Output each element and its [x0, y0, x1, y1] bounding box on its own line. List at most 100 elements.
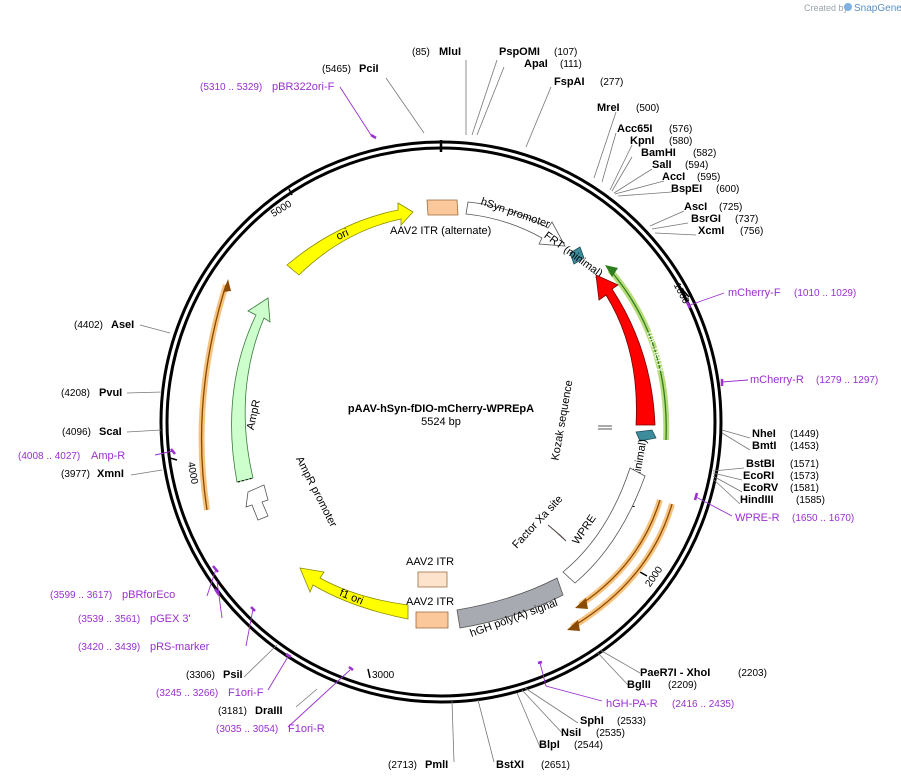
enzyme-pspomi: PspOMI	[499, 46, 540, 58]
primer-mcherry-f: mCherry-F	[728, 287, 781, 299]
primer-hgh-pa-r: hGH-PA-R	[606, 698, 658, 710]
credit-brand: SnapGene	[854, 3, 901, 14]
ori-label: ori	[334, 227, 350, 243]
aav2-itr-lower-label: AAV2 ITR	[406, 596, 454, 608]
svg-text:(4402): (4402)	[74, 320, 103, 331]
factor-xa-label: Factor Xa site	[510, 493, 565, 551]
svg-text:(3306): (3306)	[186, 670, 215, 681]
enzyme-blpi: BlpI	[539, 739, 560, 751]
mcherry-label: mCherry	[644, 330, 669, 374]
primer-wpre-r: WPRE-R	[735, 512, 780, 524]
enzyme-bamhi: BamHI	[641, 147, 676, 159]
ampr-promoter-arrow[interactable]	[245, 484, 269, 521]
enzyme-mlui: MluI	[439, 46, 461, 58]
enzyme-bstbi: BstBI	[746, 458, 775, 470]
svg-text:(576): (576)	[669, 124, 692, 135]
aav2-itr-upper-box[interactable]	[417, 571, 448, 588]
tick-3000: 3000	[372, 670, 395, 681]
svg-text:(1585): (1585)	[796, 495, 825, 506]
mcherry-arrow[interactable]	[595, 274, 656, 426]
f1-ori-label: f1 ori	[338, 587, 365, 607]
enzyme-scai: ScaI	[99, 426, 122, 438]
svg-text:(277): (277)	[600, 77, 623, 88]
kozak-label: Kozak sequence	[549, 379, 575, 461]
primer-leaders	[154, 86, 749, 728]
enzyme-nhei: NheI	[752, 428, 776, 440]
svg-text:(5310 .. 5329): (5310 .. 5329)	[200, 82, 262, 93]
svg-text:(600): (600)	[716, 184, 739, 195]
aav2-itr-alt-box[interactable]	[426, 199, 459, 216]
svg-text:(582): (582)	[693, 148, 716, 159]
svg-text:(3420 .. 3439): (3420 .. 3439)	[78, 642, 140, 653]
primer-f1ori-r: F1ori-R	[288, 723, 325, 735]
svg-text:(107): (107)	[554, 47, 577, 58]
svg-text:(2535): (2535)	[596, 728, 625, 739]
aav2-itr-upper-label: AAV2 ITR	[406, 556, 454, 568]
factor-xa-mark	[547, 524, 567, 542]
svg-text:(580): (580)	[669, 136, 692, 147]
enzyme-bsrgi: BsrGI	[691, 213, 721, 225]
svg-text:(2209): (2209)	[668, 680, 697, 691]
enzyme-fspai: FspAI	[554, 76, 585, 88]
enzyme-sphi: SphI	[580, 715, 604, 727]
enzyme-pcii: PciI	[359, 63, 379, 75]
enzyme-bspei: BspEI	[671, 183, 702, 195]
enzyme-mrei: MreI	[597, 102, 620, 114]
hgh-polya-box[interactable]	[456, 577, 564, 629]
svg-text:(594): (594)	[685, 160, 708, 171]
ampr-promoter-label: AmpR promoter	[293, 455, 339, 530]
enzyme-leaders	[126, 59, 751, 763]
hsyn-promoter-arrow[interactable]	[465, 201, 566, 247]
ori-arrow[interactable]	[286, 202, 414, 276]
svg-text:(111): (111)	[560, 59, 582, 70]
snapgene-logo-icon	[844, 3, 852, 11]
enzyme-nsii: NsiI	[561, 727, 581, 739]
enzyme-apai: ApaI	[524, 58, 548, 70]
primer-pbrforeco: pBRforEco	[122, 589, 175, 601]
enzyme-ecori: EcoRI	[743, 470, 774, 482]
tick-4000: 4000	[185, 461, 200, 485]
enzyme-asci: AscI	[684, 201, 707, 213]
svg-text:(1010 .. 1029): (1010 .. 1029)	[794, 288, 856, 299]
enzyme-draiii: DraIII	[255, 705, 283, 717]
enzyme-bglii: BglII	[627, 679, 651, 691]
svg-text:(3539 .. 3561): (3539 .. 3561)	[78, 614, 140, 625]
enzyme-xcmi: XcmI	[698, 225, 724, 237]
enzyme-bmti: BmtI	[752, 440, 776, 452]
frt-bottom-box[interactable]	[635, 429, 657, 442]
wpre-box[interactable]	[562, 467, 646, 584]
svg-text:(1581): (1581)	[790, 483, 819, 494]
enzyme-hindiii: HindIII	[740, 494, 774, 506]
kozak-mark	[598, 425, 612, 430]
primer-f1ori-f: F1ori-F	[228, 687, 264, 699]
enzyme-ecorv: EcoRV	[743, 482, 779, 494]
enzyme-acci: AccI	[662, 171, 685, 183]
enzyme-kpni: KpnI	[630, 135, 654, 147]
svg-text:(737): (737)	[735, 214, 758, 225]
svg-text:(3035 .. 3054): (3035 .. 3054)	[216, 724, 278, 735]
svg-text:(5465): (5465)	[322, 64, 351, 75]
svg-text:(2651): (2651)	[541, 760, 570, 771]
enzyme-asei: AseI	[111, 319, 134, 331]
primer-pbr322ori-f: pBR322ori-F	[272, 81, 335, 93]
primer-prs-marker: pRS-marker	[150, 641, 210, 653]
credit-prefix: Created by	[804, 3, 849, 13]
svg-text:(1279 .. 1297): (1279 .. 1297)	[816, 375, 878, 386]
primer-amp-r: Amp-R	[91, 450, 125, 462]
plasmid-length: 5524 bp	[421, 416, 461, 428]
enzyme-bstxi: BstXI	[496, 759, 524, 771]
svg-text:(1573): (1573)	[790, 471, 819, 482]
f1-ori-arrow[interactable]	[299, 567, 409, 620]
svg-text:(2416 .. 2435): (2416 .. 2435)	[672, 699, 734, 710]
aav2-itr-lower-box[interactable]	[415, 611, 449, 629]
primer-mcherry-r: mCherry-R	[750, 374, 804, 386]
ampr-arrow[interactable]	[231, 297, 271, 483]
enzyme-sali: SalI	[652, 159, 672, 171]
plasmid-name: pAAV-hSyn-fDIO-mCherry-WPREpA	[348, 403, 534, 415]
frt-top-box[interactable]	[569, 246, 585, 265]
svg-text:(85): (85)	[412, 47, 430, 58]
enzyme-labels: (85) MluI PspOMI (107) ApaI (111) FspAI …	[61, 46, 825, 771]
svg-text:(2544): (2544)	[574, 740, 603, 751]
